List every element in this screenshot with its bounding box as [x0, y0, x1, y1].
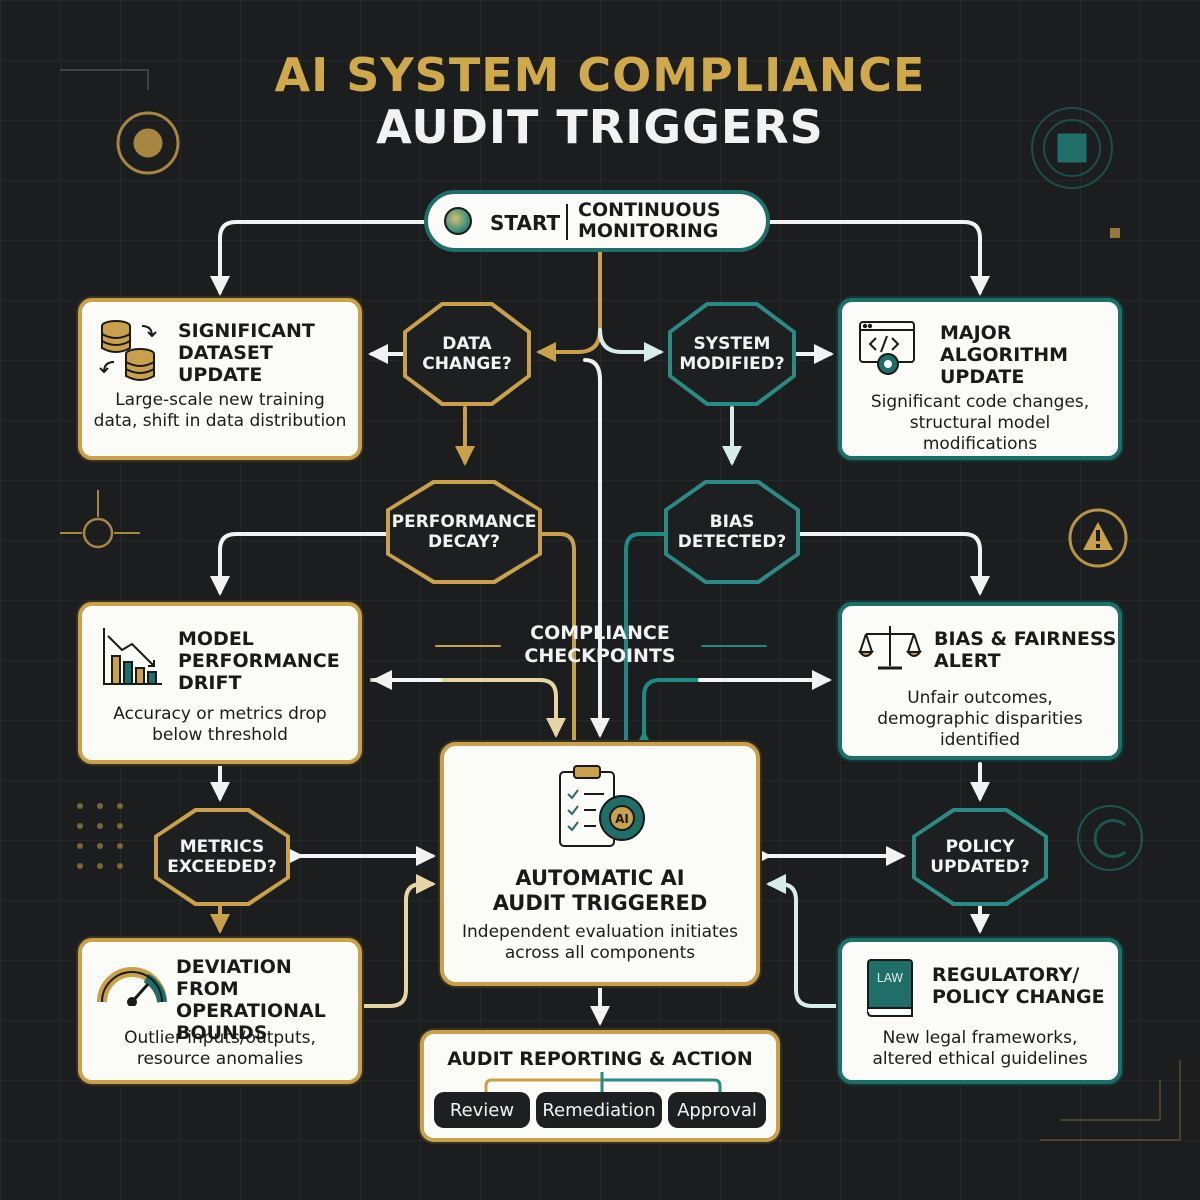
- clipboard-brain-icon: AI: [559, 765, 645, 847]
- regulatory-heading: REGULATORY/POLICY CHANGE: [932, 964, 1105, 1008]
- crosshair-icon: [60, 490, 140, 549]
- law-book-icon: LAW: [867, 959, 913, 1017]
- drift-description: Accuracy or metrics drop below threshold: [113, 704, 327, 745]
- start-node[interactable]: START CONTINUOUS MONITORING: [424, 190, 770, 252]
- compliance-checkpoints-label: COMPLIANCE CHECKPOINTS: [524, 622, 676, 667]
- reporting-heading: AUDIT REPORTING & ACTION: [447, 1048, 753, 1070]
- bias-description: Unfair outcomes, demographic disparities…: [877, 688, 1083, 750]
- dataset-description: Large-scale new training data, shift in …: [93, 390, 347, 431]
- code-gear-icon: [859, 321, 915, 375]
- reporting-branches: [484, 1072, 722, 1094]
- decision-data-change[interactable]: DATA CHANGE?: [403, 302, 531, 406]
- database-sync-icon: [99, 320, 157, 381]
- deviation-description: Outlier inputs/outputs, resource anomali…: [124, 1028, 316, 1069]
- algorithm-description: Significant code changes, structural mod…: [870, 392, 1090, 454]
- decision-system-modified[interactable]: SYSTEM MODIFIED?: [668, 302, 796, 406]
- svg-text:LAW: LAW: [877, 971, 904, 985]
- regulatory-description: New legal frameworks, altered ethical gu…: [872, 1028, 1088, 1069]
- center-description: Independent evaluation initiates across …: [462, 922, 738, 963]
- start-label: START: [490, 211, 561, 235]
- title-line-2: AUDIT TRIGGERS: [376, 100, 824, 154]
- start-divider: [566, 204, 568, 240]
- review-button[interactable]: Review: [434, 1092, 530, 1128]
- target-ring-icon: [60, 69, 180, 175]
- bar-chart-down-icon: [103, 628, 162, 685]
- swirl-icon: [1077, 805, 1143, 871]
- corner-lines: [1040, 1060, 1181, 1141]
- decision-metrics-exceeded[interactable]: METRICS EXCEEDED?: [154, 808, 290, 906]
- gauge-icon: [97, 967, 167, 1006]
- approval-button[interactable]: Approval: [668, 1092, 766, 1128]
- title-line-1: AI SYSTEM COMPLIANCE: [274, 48, 926, 102]
- start-indicator-icon: [444, 207, 472, 235]
- scales-icon: [858, 626, 922, 670]
- remediation-button[interactable]: Remediation: [536, 1092, 662, 1128]
- decision-bias-detected[interactable]: BIAS DETECTED?: [664, 480, 800, 584]
- decision-policy-updated[interactable]: POLICY UPDATED?: [912, 808, 1048, 906]
- monitoring-label: CONTINUOUS MONITORING: [578, 199, 721, 242]
- warning-icon: [1068, 508, 1128, 568]
- dot-grid: [77, 803, 123, 869]
- trigger-regulatory-change[interactable]: LAW REGULATORY/POLICY CHANGE New legal f…: [838, 938, 1122, 1084]
- decision-performance-decay[interactable]: PERFORMANCE DECAY?: [386, 480, 542, 584]
- circuit-square-icon: [1031, 107, 1113, 189]
- svg-text:AI: AI: [615, 812, 629, 826]
